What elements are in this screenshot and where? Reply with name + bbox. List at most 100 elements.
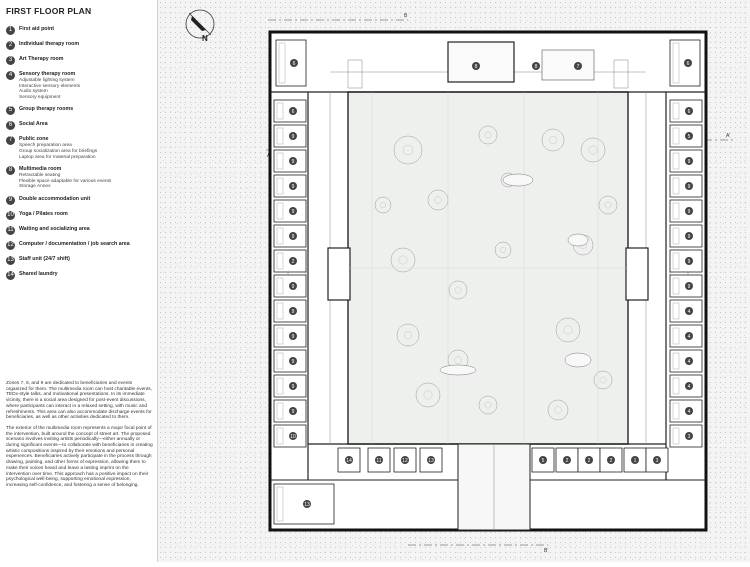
room-number: 3 <box>656 458 659 464</box>
section-mark-a-prime: A' <box>726 133 730 139</box>
section-mark-b-prime: B' <box>544 548 548 554</box>
room-number: 9 <box>292 334 295 340</box>
tree-canopy <box>398 255 408 265</box>
legend-number-badge: 14 <box>6 270 15 280</box>
room-number-badge <box>289 307 297 315</box>
floor-plan: N B B' A A' <box>158 0 750 562</box>
room-number-badge <box>685 307 693 315</box>
room-number: 9 <box>688 234 691 240</box>
room-number-badge <box>289 207 297 215</box>
room-number: 9 <box>688 284 691 290</box>
tree-canopy <box>563 325 573 335</box>
room-number: 9 <box>292 159 295 165</box>
room-furniture <box>276 402 284 420</box>
room-furniture <box>276 302 284 320</box>
room-number: 9 <box>292 284 295 290</box>
legend-detail: Group socialization area for briefings <box>19 148 98 154</box>
room-furniture <box>276 127 284 145</box>
room-furniture <box>276 352 284 370</box>
legend-item: 2 Individual therapy room <box>6 41 151 50</box>
room-furniture <box>278 42 286 84</box>
room-furniture <box>672 42 680 84</box>
room-furniture <box>672 402 680 420</box>
room-number: 9 <box>688 184 691 190</box>
room-furniture <box>276 102 284 120</box>
tree-canopy <box>423 390 433 400</box>
room-number-badge <box>289 157 297 165</box>
room-furniture <box>672 202 680 220</box>
legend-detail: Laptop area for material preparation <box>19 154 96 160</box>
legend-detail: Retractable seating <box>19 173 61 179</box>
room-number-badge <box>290 59 298 67</box>
room-furniture <box>672 177 680 195</box>
room-number-badge <box>585 456 593 464</box>
legend-number-badge: 7 <box>6 136 15 146</box>
legend-label: Social Area <box>19 121 48 128</box>
legend-label: Yoga / Pilates room <box>19 210 68 217</box>
tree-canopy <box>454 286 462 294</box>
room-number-badge <box>539 456 547 464</box>
room-number: 8 <box>475 64 478 70</box>
room-furniture <box>276 252 284 270</box>
room-number: 13 <box>428 458 434 464</box>
room-number-badge <box>289 232 297 240</box>
room-number: 9 <box>688 259 691 265</box>
room-number-badge <box>685 107 693 115</box>
room-number-badge <box>685 257 693 265</box>
room-number-badge <box>289 382 297 390</box>
legend-number-badge: 2 <box>6 41 15 50</box>
room-number-badge <box>289 432 297 440</box>
room-furniture <box>276 486 284 522</box>
room-number-badge <box>563 456 571 464</box>
room-number: 9 <box>688 159 691 165</box>
room-number-badge <box>401 456 409 464</box>
room-number: 9 <box>292 309 295 315</box>
legend-detail: Storage Annex <box>19 184 51 190</box>
room-furniture <box>672 127 680 145</box>
room-number: 6 <box>688 109 691 115</box>
room-number: 6 <box>293 61 296 67</box>
room-number-badge <box>685 382 693 390</box>
room-number: 2 <box>566 458 569 464</box>
room-number-badge <box>685 432 693 440</box>
legend-label: Computer / documentation / job search ar… <box>19 240 130 247</box>
tree-canopy <box>484 401 492 409</box>
room-furniture <box>672 252 680 270</box>
tree-canopy <box>390 247 416 273</box>
room-number-badge <box>289 182 297 190</box>
legend-label: Shared laundry <box>19 270 58 277</box>
tree-canopy <box>598 195 618 215</box>
room-number: 6 <box>687 61 690 67</box>
legend-label: Individual therapy room <box>19 41 80 47</box>
room-number-badge <box>289 257 297 265</box>
tree-canopy <box>588 145 598 155</box>
room-number: 2 <box>292 259 295 265</box>
room-furniture <box>276 327 284 345</box>
tree-canopy <box>434 196 442 204</box>
north-arrow-icon: N <box>185 9 215 43</box>
legend-detail: Flexible space adaptable for various eve… <box>19 178 112 184</box>
room-number: 8 <box>535 64 538 70</box>
room-number-badge <box>685 407 693 415</box>
legend-detail: Speech preparation area <box>19 143 72 149</box>
room-number: 10 <box>290 434 296 440</box>
legend-label: Public zone <box>19 136 49 143</box>
legend-detail: Sensory equipment <box>19 94 61 100</box>
room-furniture <box>276 277 284 295</box>
tree-canopy <box>403 330 413 340</box>
room-number: 4 <box>688 409 691 415</box>
room-number-badge <box>574 62 582 70</box>
legend-label: Double accommodation unit <box>19 195 91 202</box>
room-number-badge <box>685 207 693 215</box>
room-number: 9 <box>292 409 295 415</box>
room-furniture <box>276 227 284 245</box>
room-number: 9 <box>292 234 295 240</box>
